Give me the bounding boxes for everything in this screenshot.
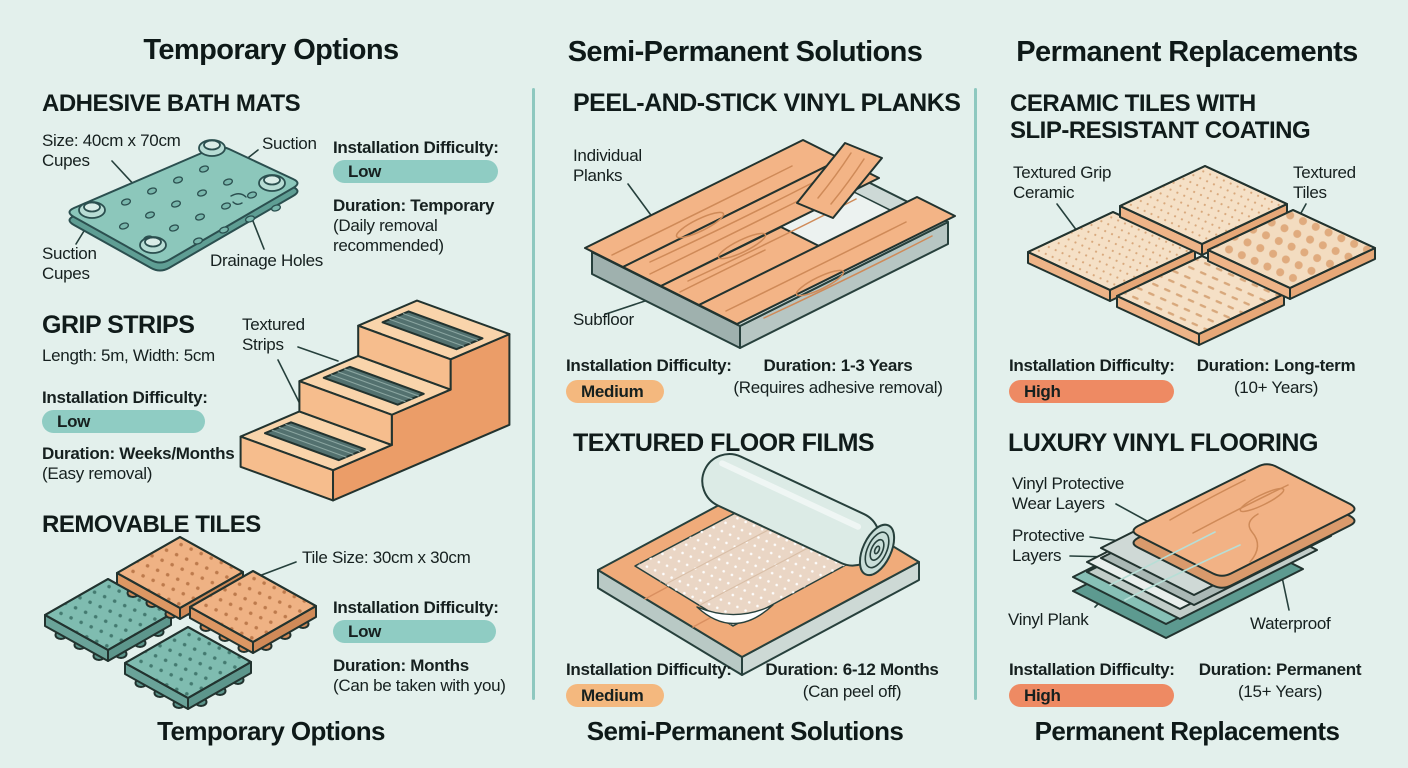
luxury-vinyl-duration-note: (15+ Years) [1237, 682, 1323, 701]
vinyl-planks-illustration [584, 139, 956, 349]
column-divider-right [974, 88, 977, 700]
luxury-vinyl-difficulty-badge: High [1009, 684, 1174, 707]
film-roll-shape [701, 453, 896, 577]
textured-tiles-label: Textured Tiles [1293, 163, 1356, 202]
films-difficulty-badge: Medium [566, 684, 664, 707]
ceramic-duration-note: (10+ Years) [1233, 378, 1319, 397]
grip-strips-duration-label: Duration: Weeks/Months [42, 444, 235, 463]
section-title-peel-stick-planks: PEEL-AND-STICK VINYL PLANKS [573, 89, 961, 117]
ceramic-difficulty-badge: High [1009, 380, 1174, 403]
bath-mat-suction-label: Suction [262, 134, 317, 153]
luxury-vinyl-duration-label: Duration: Permanent [1198, 660, 1362, 679]
luxury-vinyl-illustration [1069, 463, 1356, 639]
section-title-removable-tiles: REMOVABLE TILES [42, 511, 261, 538]
bath-mat-illustration [68, 139, 299, 272]
planks-difficulty-badge: Medium [566, 380, 664, 403]
removable-tiles-duration-label: Duration: Months [333, 656, 469, 675]
stairs-illustration [239, 299, 511, 502]
ceramic-difficulty-label: Installation Difficulty: [1009, 356, 1175, 375]
bath-mat-drainage-label: Drainage Holes [210, 251, 323, 270]
planks-difficulty-label: Installation Difficulty: [566, 356, 732, 375]
column-footer-semi-permanent: Semi-Permanent Solutions [586, 716, 904, 746]
grip-strips-difficulty-badge: Low [42, 410, 205, 433]
bath-mat-difficulty-badge: Low [333, 160, 498, 183]
section-title-ceramic-tiles: CERAMIC TILES WITH SLIP-RESISTANT COATIN… [1010, 90, 1311, 144]
subfloor-label: Subfloor [573, 310, 634, 329]
section-title-grip-strips: GRIP STRIPS [42, 311, 195, 339]
textured-strips-label: Textured Strips [242, 315, 305, 354]
grip-strips-duration-note: (Easy removal) [42, 464, 153, 483]
suction-cup-shapes [78, 139, 286, 254]
films-duration-note: (Can peel off) [802, 682, 902, 701]
films-duration-label: Duration: 6-12 Months [765, 660, 939, 679]
column-divider-left [532, 88, 535, 700]
protective-layers-label: Protective Layers [1012, 526, 1085, 565]
section-title-textured-films: TEXTURED FLOOR FILMS [573, 429, 875, 457]
removable-tiles-difficulty-badge: Low [333, 620, 496, 643]
column-header-permanent: Permanent Replacements [1016, 36, 1358, 68]
column-footer-permanent: Permanent Replacements [1034, 716, 1340, 746]
column-header-temporary: Temporary Options [143, 34, 399, 66]
removable-tiles-difficulty-label: Installation Difficulty: [333, 598, 499, 617]
planks-duration-note: (Requires adhesive removal) [733, 378, 943, 397]
floor-film-illustration [597, 453, 920, 676]
films-difficulty-label: Installation Difficulty: [566, 660, 732, 679]
individual-planks-label: Individual Planks [573, 146, 642, 185]
waterproof-label: Waterproof [1250, 614, 1331, 633]
vinyl-plank-label: Vinyl Plank [1008, 610, 1089, 629]
column-header-semi-permanent: Semi-Permanent Solutions [567, 36, 923, 68]
bath-mat-duration-label: Duration: Temporary [333, 196, 495, 215]
bath-mat-suction-cups-label: Suction Cupes [42, 244, 97, 283]
section-title-luxury-vinyl: LUXURY VINYL FLOORING [1008, 429, 1318, 457]
luxury-vinyl-difficulty-label: Installation Difficulty: [1009, 660, 1175, 679]
grip-strips-dimensions-label: Length: 5m, Width: 5cm [42, 346, 215, 365]
bath-mat-duration-note: (Daily removal recommended) [333, 216, 444, 255]
section-title-adhesive-bath-mats: ADHESIVE BATH MATS [42, 90, 301, 117]
tile-size-label: Tile Size: 30cm x 30cm [302, 548, 471, 567]
grip-ceramic-label: Textured Grip Ceramic [1013, 163, 1112, 202]
removable-tiles-illustration [44, 536, 317, 710]
ceramic-duration-label: Duration: Long-term [1196, 356, 1356, 375]
column-footer-temporary: Temporary Options [157, 716, 385, 746]
ceramic-tiles-illustration [1027, 165, 1376, 346]
removable-tiles-duration-note: (Can be taken with you) [333, 676, 506, 695]
grip-strips-difficulty-label: Installation Difficulty: [42, 388, 208, 407]
bath-mat-difficulty-label: Installation Difficulty: [333, 138, 499, 157]
planks-duration-label: Duration: 1-3 Years [763, 356, 913, 375]
wear-layers-label: Vinyl Protective Wear Layers [1012, 474, 1125, 513]
bath-mat-size-label: Size: 40cm x 70cm Cupes [42, 131, 181, 170]
